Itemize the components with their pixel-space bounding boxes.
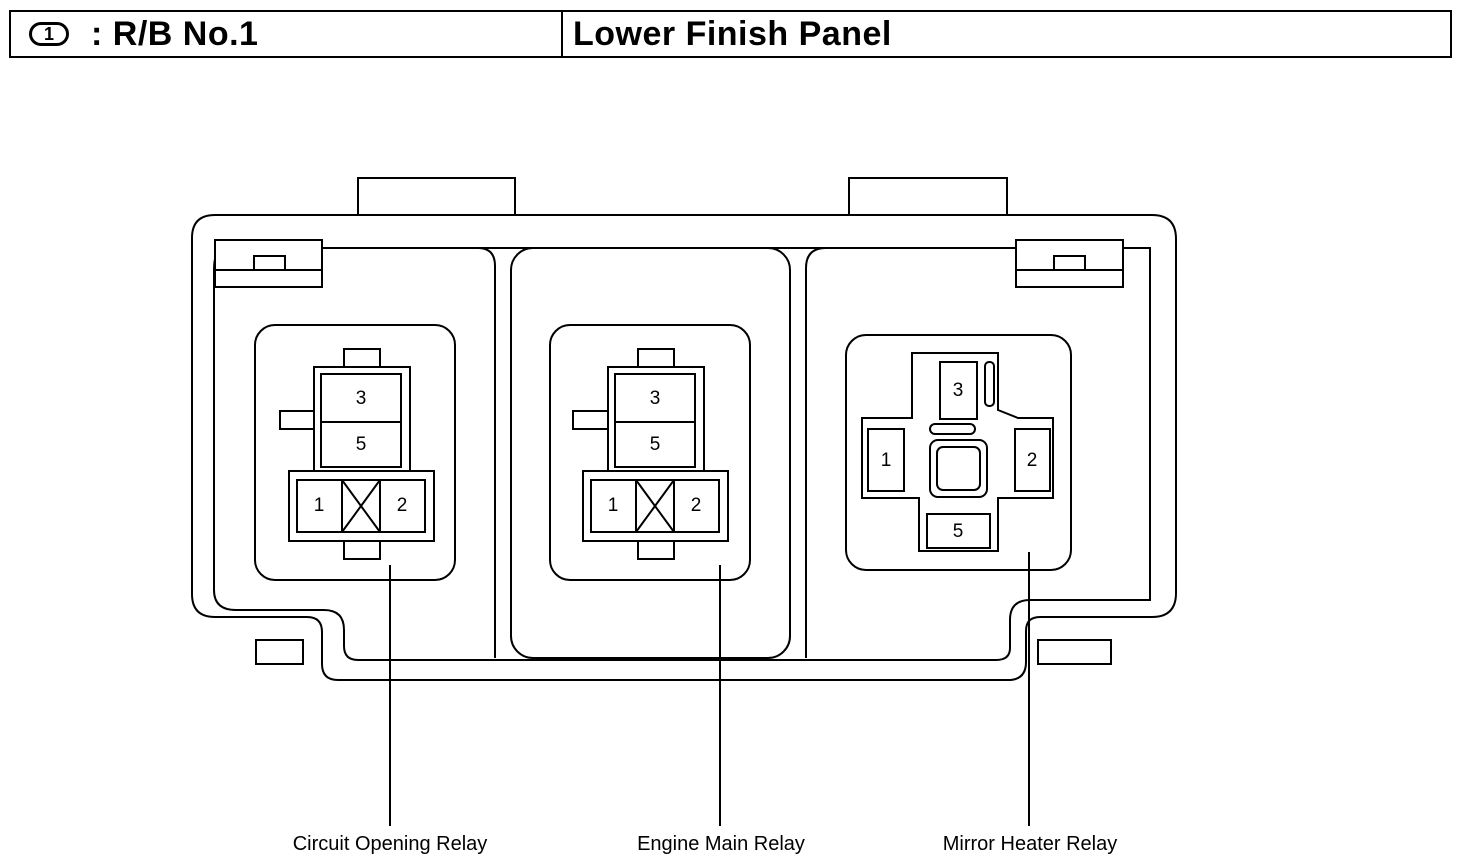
pin-number: 5 xyxy=(953,521,964,542)
location-code-cell: 1 : R/B No.1 xyxy=(11,12,563,56)
pin-number: 5 xyxy=(356,434,367,455)
pin-number: 3 xyxy=(650,388,661,409)
pin-number: 2 xyxy=(691,495,702,516)
pin-number: 2 xyxy=(397,495,408,516)
circled-number-icon: 1 xyxy=(29,22,69,46)
pin-number: 1 xyxy=(881,450,892,471)
pin-number: 1 xyxy=(314,495,325,516)
header-table: 1 : R/B No.1 Lower Finish Panel xyxy=(9,10,1452,58)
location-name: Lower Finish Panel xyxy=(573,14,892,53)
location-code: : R/B No.1 xyxy=(91,14,259,53)
compartment-divider-1 xyxy=(322,247,496,658)
top-tab-left xyxy=(357,177,516,217)
pin-number: 2 xyxy=(1027,450,1038,471)
latch-left xyxy=(214,239,323,288)
latch-right xyxy=(1015,239,1124,288)
relay-socket-mirror-heater xyxy=(845,334,1072,571)
pin-number: 3 xyxy=(953,380,964,401)
top-tab-right xyxy=(848,177,1008,217)
compartment-divider-2 xyxy=(805,247,1016,658)
relay-label-mirror-heater: Mirror Heater Relay xyxy=(943,833,1117,855)
relay-socket-circuit-opening xyxy=(254,324,456,581)
bottom-tab-right xyxy=(1037,639,1112,665)
bottom-tab-left xyxy=(255,639,304,665)
relay-label-engine-main: Engine Main Relay xyxy=(637,833,805,855)
relay-socket-engine-main xyxy=(549,324,751,581)
compartment-middle xyxy=(510,247,791,659)
pin-number: 5 xyxy=(650,434,661,455)
housing-inner xyxy=(213,247,1151,661)
pin-number: 3 xyxy=(356,388,367,409)
location-name-cell: Lower Finish Panel xyxy=(563,12,1450,56)
pin-number: 1 xyxy=(608,495,619,516)
relay-label-circuit-opening: Circuit Opening Relay xyxy=(293,833,488,855)
